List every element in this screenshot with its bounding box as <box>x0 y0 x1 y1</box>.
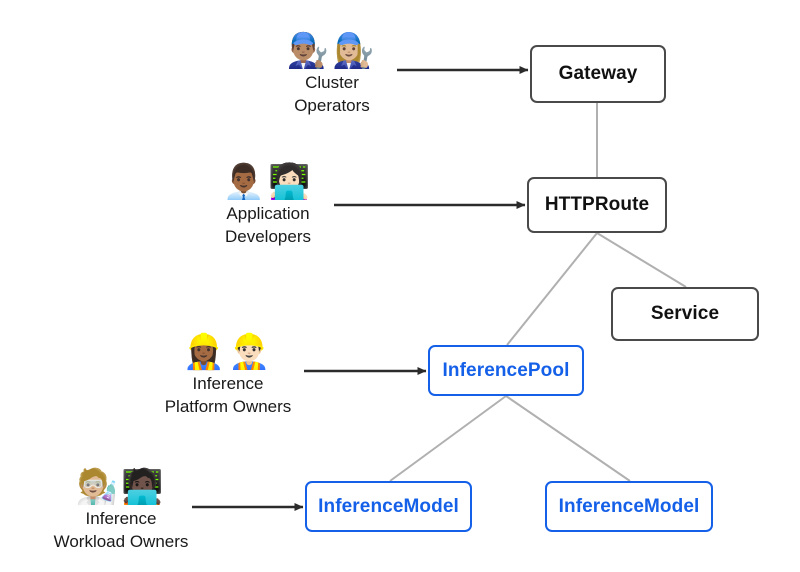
node-inferencepool[interactable]: InferencePool <box>428 345 584 396</box>
node-httproute[interactable]: HTTPRoute <box>527 177 667 233</box>
node-label: InferencePool <box>442 359 570 381</box>
node-gateway[interactable]: Gateway <box>530 45 666 103</box>
office-worker-icon: 👨🏾‍💼👩🏻‍💻 <box>222 163 314 201</box>
edge-httproute-service <box>596 232 687 288</box>
mechanic-man-icon: 👨🏽‍🔧👩🏼‍🔧 <box>286 32 378 70</box>
persona-arrows <box>192 66 529 511</box>
node-label: Service <box>650 303 720 324</box>
persona-label-line2: Workload Owners <box>53 532 189 551</box>
node-label: HTTPRoute <box>544 194 650 215</box>
persona-label-line1: Cluster <box>305 73 359 92</box>
node-inferencemodel_left[interactable]: InferenceModel <box>305 481 472 532</box>
connector-lines <box>389 103 687 482</box>
persona-label-line2: Operators <box>294 96 370 115</box>
persona-label-line2: Developers <box>224 227 311 246</box>
node-inferencemodel_right[interactable]: InferenceModel <box>545 481 713 532</box>
edge-pool-model-left <box>389 395 507 482</box>
node-label: InferenceModel <box>558 495 700 517</box>
persona-label-line1: Inference <box>85 509 157 528</box>
construction-worker-woman-icon: 👷🏾‍♀️👷🏻‍♂️ <box>182 333 274 371</box>
scientist-icon: 🧑🏼‍🔬🧑🏿‍💻 <box>75 468 167 506</box>
persona-label-line2: Platform Owners <box>164 397 292 416</box>
persona-label-line1: Application <box>226 204 310 223</box>
edge-httproute-pool <box>506 232 598 346</box>
persona-label-line1: Inference <box>192 374 264 393</box>
edge-pool-model-right <box>505 395 631 482</box>
node-service[interactable]: Service <box>611 287 759 341</box>
node-label: InferenceModel <box>318 495 459 517</box>
node-label: Gateway <box>558 63 638 84</box>
